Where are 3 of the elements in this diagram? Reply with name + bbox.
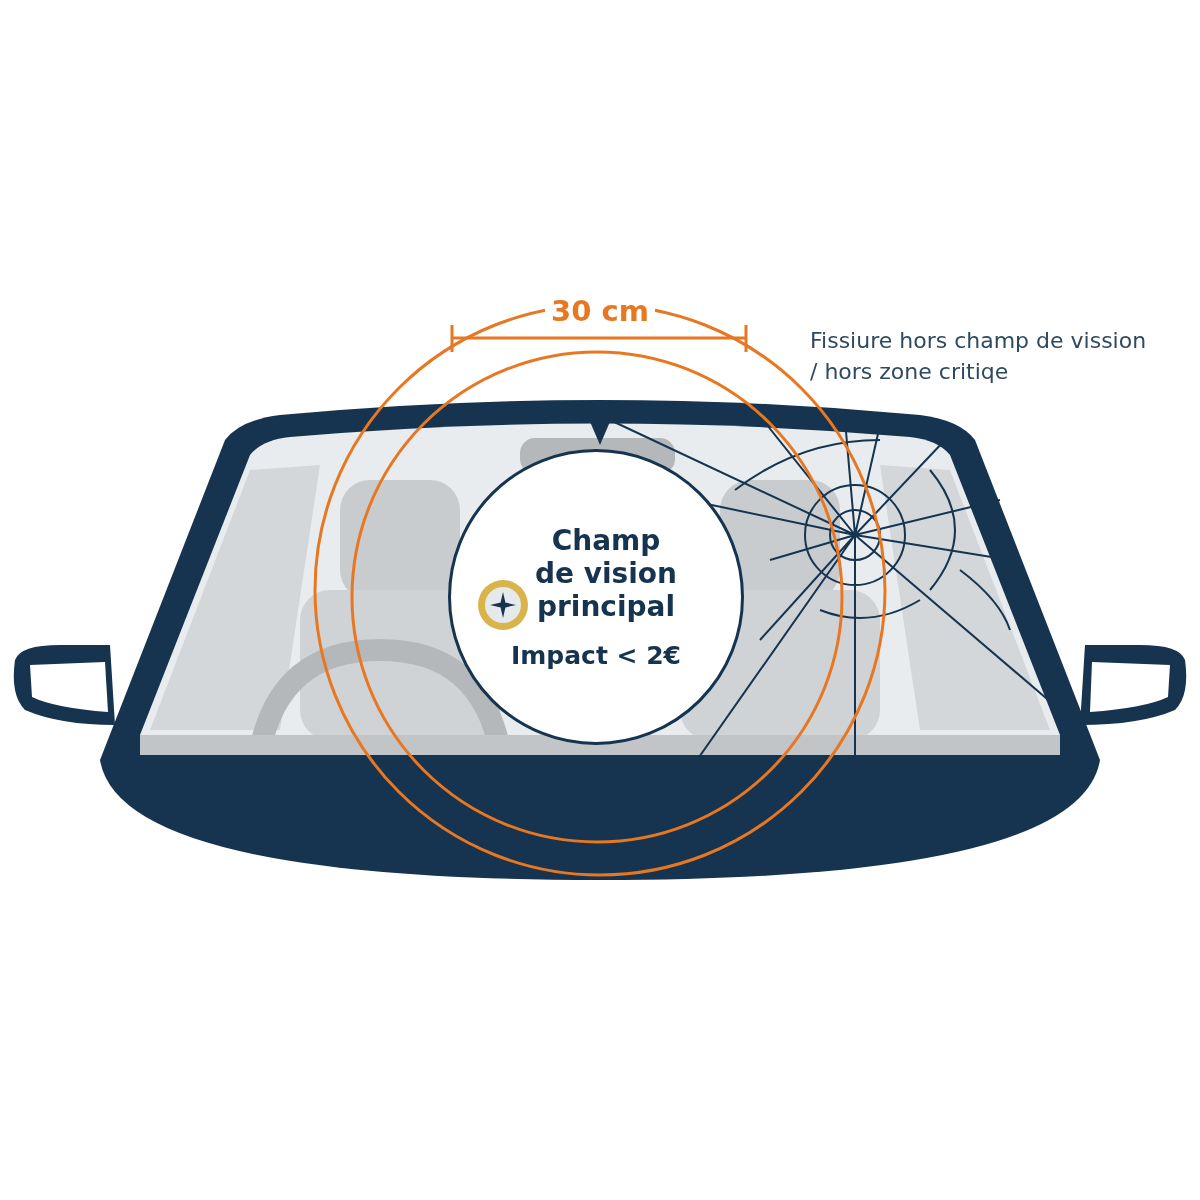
impact-text: Impact < 2€ <box>510 641 681 670</box>
zone-title: Champ de vision principal <box>533 524 679 623</box>
note-text: Fissiure hors champ de vission / hors zone critiqe <box>810 327 1148 386</box>
